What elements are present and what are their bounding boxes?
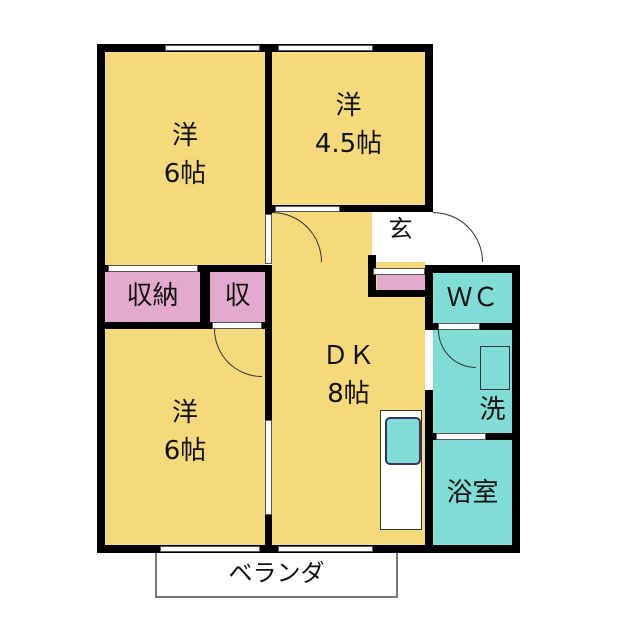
- room-type: 洋: [335, 91, 362, 121]
- wall: [97, 44, 105, 552]
- wall: [200, 265, 210, 327]
- label-western-bottom-left: 洋 6帖: [105, 395, 265, 470]
- doorway: [265, 214, 272, 264]
- wall: [265, 205, 433, 212]
- label-bathroom: 浴室: [446, 478, 499, 508]
- doorway: [108, 265, 198, 272]
- wall: [97, 322, 272, 329]
- kitchen-sink: [385, 417, 421, 465]
- doorway: [212, 322, 262, 329]
- wall: [425, 265, 520, 273]
- label-dk: ＤＫ 8帖: [272, 338, 425, 413]
- window: [160, 546, 260, 552]
- room-bathroom: [433, 440, 512, 545]
- entrance-door-swing[interactable]: [433, 212, 483, 262]
- wall: [425, 390, 433, 553]
- room-wc: [433, 273, 512, 325]
- room-western-top-right: [272, 52, 425, 205]
- doorway: [275, 206, 340, 212]
- room-size: 6帖: [163, 158, 207, 189]
- label-wc: ＷＣ: [446, 283, 499, 313]
- wall: [368, 290, 433, 297]
- room-size: 4.5帖: [314, 128, 383, 159]
- label-balcony: ベランダ: [228, 559, 325, 587]
- wall: [425, 265, 433, 330]
- wall: [265, 44, 272, 214]
- label-closet-small: 収: [224, 281, 251, 311]
- room-entrance: [372, 212, 425, 262]
- window: [278, 45, 373, 51]
- room-closet-small: [210, 272, 265, 322]
- wall: [368, 255, 376, 297]
- room-closet-large: [105, 272, 200, 322]
- room-type: ＤＫ: [322, 341, 375, 371]
- doorway: [373, 268, 425, 275]
- wall: [512, 265, 520, 553]
- wall: [265, 265, 272, 553]
- window: [265, 420, 272, 515]
- doorway: [436, 433, 486, 440]
- wash-basin: [480, 346, 510, 390]
- label-western-top-left: 洋 6帖: [105, 118, 265, 193]
- label-closet-large: 収納: [126, 281, 179, 311]
- balcony: [155, 553, 398, 598]
- window: [278, 546, 373, 552]
- label-entrance: 玄: [388, 215, 413, 243]
- window: [165, 45, 260, 51]
- label-western-top-right: 洋 4.5帖: [272, 88, 425, 163]
- room-size: 8帖: [327, 378, 370, 409]
- room-western-top-left: [105, 52, 265, 265]
- wall: [425, 44, 433, 212]
- room-type: 洋: [171, 121, 198, 151]
- entrance-storage: [377, 275, 425, 290]
- label-washroom: 洗: [479, 395, 506, 425]
- doorway: [438, 323, 480, 330]
- room-size: 6帖: [163, 435, 207, 466]
- room-type: 洋: [171, 398, 198, 428]
